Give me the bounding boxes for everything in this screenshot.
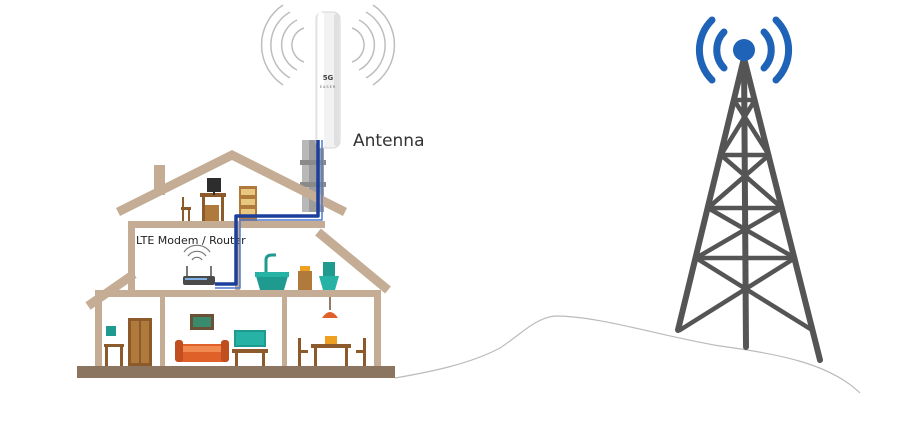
bathroom-cabinet [298, 266, 312, 290]
tower-beacon [733, 39, 755, 61]
antenna-wave-icon [260, 4, 396, 86]
house [77, 149, 395, 378]
chimney [154, 165, 165, 195]
tower-signal-icon [695, 16, 793, 84]
lower-left-room [104, 318, 152, 366]
roof-middle [315, 228, 391, 294]
antenna-cable [215, 140, 320, 286]
antenna: 5G EASER [315, 11, 341, 149]
roof-top [115, 149, 348, 217]
attic-furniture [181, 178, 257, 221]
cell-tower-bracing [677, 97, 815, 333]
bathroom-sink [255, 253, 289, 290]
ground-hill-line [394, 315, 861, 394]
antenna-brand-label: EASER [320, 85, 336, 89]
toilet [319, 262, 339, 290]
antenna-label: Antenna [353, 131, 425, 151]
antenna-5g-badge: 5G [323, 74, 334, 82]
modem-router-label: LTE Modem / Router [136, 234, 246, 247]
dining-room [298, 297, 366, 366]
foundation [77, 366, 395, 378]
living-room [175, 314, 268, 366]
router [183, 266, 215, 285]
router-wifi-icon [183, 244, 211, 261]
